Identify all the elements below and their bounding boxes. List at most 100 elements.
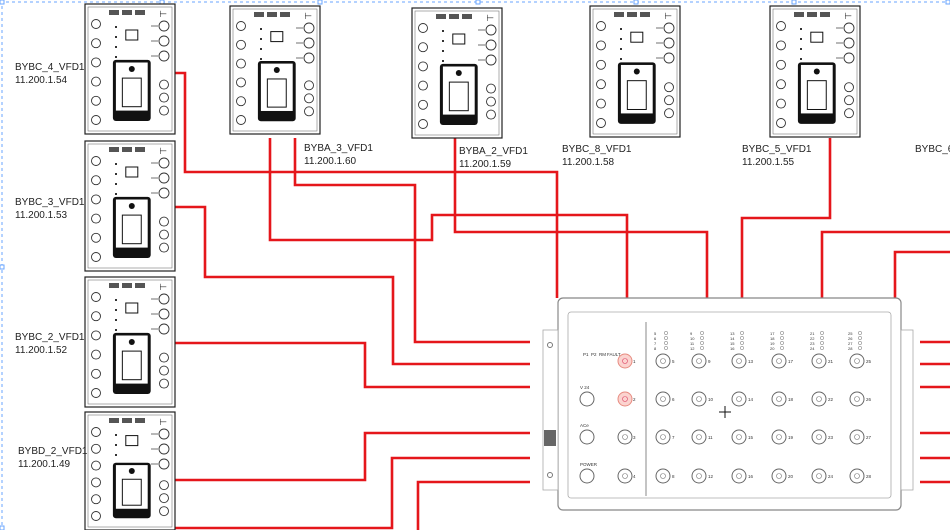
drive-block-bybc-4[interactable]: ⊢: [84, 3, 176, 135]
power-connector: [579, 468, 595, 484]
switch-port-23[interactable]: [811, 429, 827, 445]
network-link-9[interactable]: [416, 480, 530, 530]
selection-handle[interactable]: [475, 0, 481, 5]
switch-port-22[interactable]: [811, 391, 827, 407]
switch-port-3[interactable]: [617, 429, 633, 445]
network-link-12[interactable]: [893, 250, 950, 298]
selection-handle[interactable]: [633, 0, 639, 5]
switch-port-6[interactable]: [655, 391, 671, 407]
switch-port-11[interactable]: [691, 429, 707, 445]
switch-port-4[interactable]: [617, 468, 633, 484]
switch-port-18[interactable]: [771, 391, 787, 407]
output-circle: [158, 443, 170, 455]
terminal-circle: [91, 388, 101, 398]
ground-symbol-icon: ⊢: [159, 147, 167, 157]
output-circle: [303, 52, 315, 64]
port-led: [858, 331, 862, 335]
selection-handle[interactable]: [0, 264, 5, 270]
terminal-circle: [91, 57, 101, 68]
drive-inner-outline: [772, 8, 858, 135]
drive-connector-box: [630, 31, 644, 43]
drive-block-byba-3[interactable]: ⊢: [229, 5, 321, 135]
switch-port-19[interactable]: [771, 429, 787, 445]
port-led: [664, 341, 668, 345]
switch-right-mount: [900, 329, 914, 491]
switch-port-27[interactable]: [849, 429, 865, 445]
port-number: 25: [866, 359, 872, 364]
terminal-circle: [91, 494, 101, 505]
switch-port-10[interactable]: [691, 391, 707, 407]
port-pin: [736, 396, 742, 402]
switch-port-17[interactable]: [771, 353, 787, 369]
switch-port-8[interactable]: [655, 468, 671, 484]
switch-port-20[interactable]: [771, 468, 787, 484]
network-link-3[interactable]: [293, 138, 530, 344]
selection-handle[interactable]: [791, 0, 797, 5]
switch-port-26[interactable]: [849, 391, 865, 407]
switch-port-28[interactable]: [849, 468, 865, 484]
port-pin: [816, 473, 822, 479]
drive-block-bybc-2[interactable]: ⊢: [84, 276, 176, 408]
header-connector: [135, 283, 145, 288]
switch-port-25[interactable]: [849, 353, 865, 369]
status-led-label: P1: [583, 352, 589, 357]
selection-handle[interactable]: [0, 525, 5, 530]
drive-block-byba-2[interactable]: ⊢: [411, 7, 503, 139]
switch-port-9[interactable]: [691, 353, 707, 369]
network-link-8[interactable]: [175, 456, 530, 530]
output-circle: [159, 105, 169, 116]
header-connector: [109, 283, 119, 288]
network-link-2[interactable]: [268, 138, 629, 298]
switch-port-5[interactable]: [655, 353, 671, 369]
drive-block-bybc-3[interactable]: ⊢: [84, 140, 176, 272]
port-pin: [622, 434, 628, 440]
switch-port-21[interactable]: [811, 353, 827, 369]
port-pin: [776, 473, 782, 479]
switch-port-7[interactable]: [655, 429, 671, 445]
switch-port-14[interactable]: [731, 391, 747, 407]
drive-block-bybc-5[interactable]: ⊢: [769, 5, 861, 138]
header-connector: [267, 12, 277, 17]
network-link-7[interactable]: [175, 431, 530, 482]
switch-port-15[interactable]: [731, 429, 747, 445]
port-led: [700, 331, 704, 335]
drive-connector-box: [125, 302, 139, 314]
network-link-6[interactable]: [175, 341, 530, 389]
network-links: [175, 71, 950, 530]
network-link-10[interactable]: [740, 138, 832, 298]
header-connector: [122, 418, 132, 423]
port-led-label: 19: [770, 341, 775, 346]
terminal-circle: [776, 79, 786, 90]
drive-block-bybd-2[interactable]: ⊢: [84, 411, 176, 530]
switch-port-1[interactable]: [617, 353, 633, 369]
port-led-label: 11: [690, 341, 695, 346]
switch-port-12[interactable]: [691, 468, 707, 484]
network-link-4[interactable]: [453, 138, 709, 298]
switch-port-24[interactable]: [811, 468, 827, 484]
port-number: 23: [828, 435, 834, 440]
status-dot: [260, 58, 262, 60]
terminal-circle: [236, 77, 246, 88]
switch-port-16[interactable]: [731, 468, 747, 484]
selection-handle[interactable]: [0, 0, 5, 5]
network-link-11[interactable]: [820, 230, 950, 298]
power-connector: [579, 429, 595, 445]
status-dot: [115, 329, 117, 331]
port-number: 3: [633, 435, 636, 440]
switch-port-2[interactable]: [617, 391, 633, 407]
output-circle: [663, 22, 675, 34]
port-pin: [776, 396, 782, 402]
selection-handle[interactable]: [317, 0, 323, 5]
drive-block-bybc-8[interactable]: ⊢: [589, 5, 681, 138]
network-link-5[interactable]: [175, 205, 530, 366]
switch-port-13[interactable]: [731, 353, 747, 369]
port-led-label: 16: [730, 346, 735, 351]
status-dot: [260, 48, 262, 50]
selection-handle[interactable]: [945, 0, 950, 5]
